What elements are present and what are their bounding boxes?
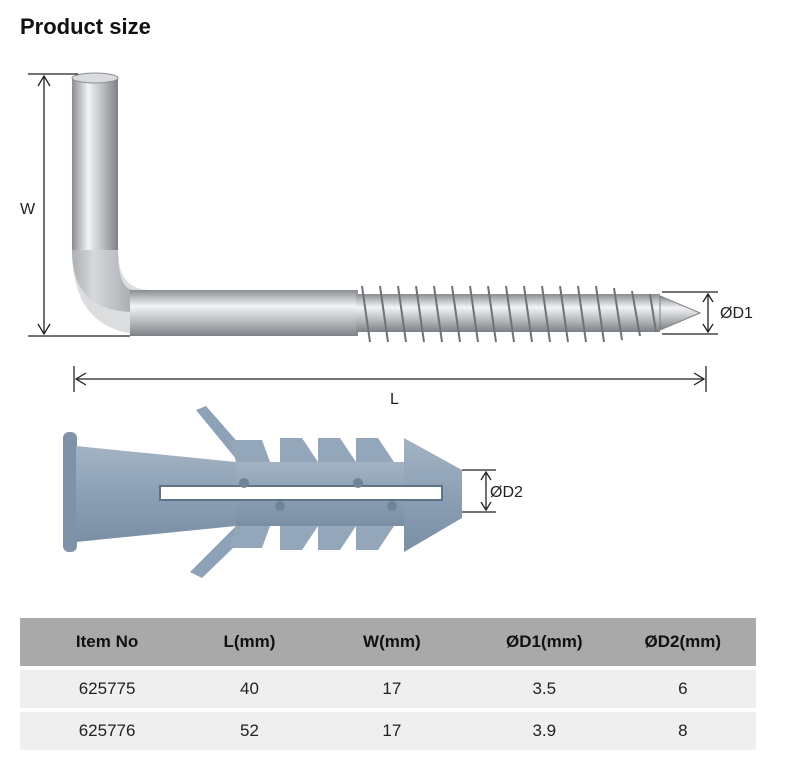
wall-anchor xyxy=(63,406,462,578)
header-d1: ØD1(mm) xyxy=(478,618,610,666)
table-header-row: Item No L(mm) W(mm) ØD1(mm) ØD2(mm) xyxy=(20,618,756,666)
l-dimension xyxy=(73,366,707,392)
header-item-no: Item No xyxy=(20,618,195,666)
product-diagram: W L ØD1 xyxy=(20,72,753,578)
cell-d1: 3.9 xyxy=(478,712,610,750)
header-l: L(mm) xyxy=(194,618,305,666)
table-row: 625775 40 17 3.5 6 xyxy=(20,670,756,708)
header-d2: ØD2(mm) xyxy=(609,618,756,666)
cell-w: 17 xyxy=(304,670,479,708)
d1-dimension xyxy=(662,291,718,335)
page-title: Product size xyxy=(20,14,151,39)
thread-ridges xyxy=(361,285,657,343)
cell-w: 17 xyxy=(304,712,479,750)
cell-item-no: 625775 xyxy=(20,670,195,708)
d2-dimension xyxy=(462,469,496,513)
w-label: W xyxy=(20,201,36,218)
d1-label: ØD1 xyxy=(720,305,753,322)
w-dimension xyxy=(28,73,130,337)
cell-l: 52 xyxy=(194,712,305,750)
cell-d2: 6 xyxy=(609,670,756,708)
cell-d2: 8 xyxy=(609,712,756,750)
cell-d1: 3.5 xyxy=(478,670,610,708)
screw-hook xyxy=(71,72,702,343)
table-row: 625776 52 17 3.9 8 xyxy=(20,712,756,750)
d2-label: ØD2 xyxy=(490,484,523,501)
spec-table: Item No L(mm) W(mm) ØD1(mm) ØD2(mm) 6257… xyxy=(20,614,756,754)
cell-l: 40 xyxy=(194,670,305,708)
cell-item-no: 625776 xyxy=(20,712,195,750)
header-w: W(mm) xyxy=(304,618,479,666)
l-label: L xyxy=(390,391,399,408)
